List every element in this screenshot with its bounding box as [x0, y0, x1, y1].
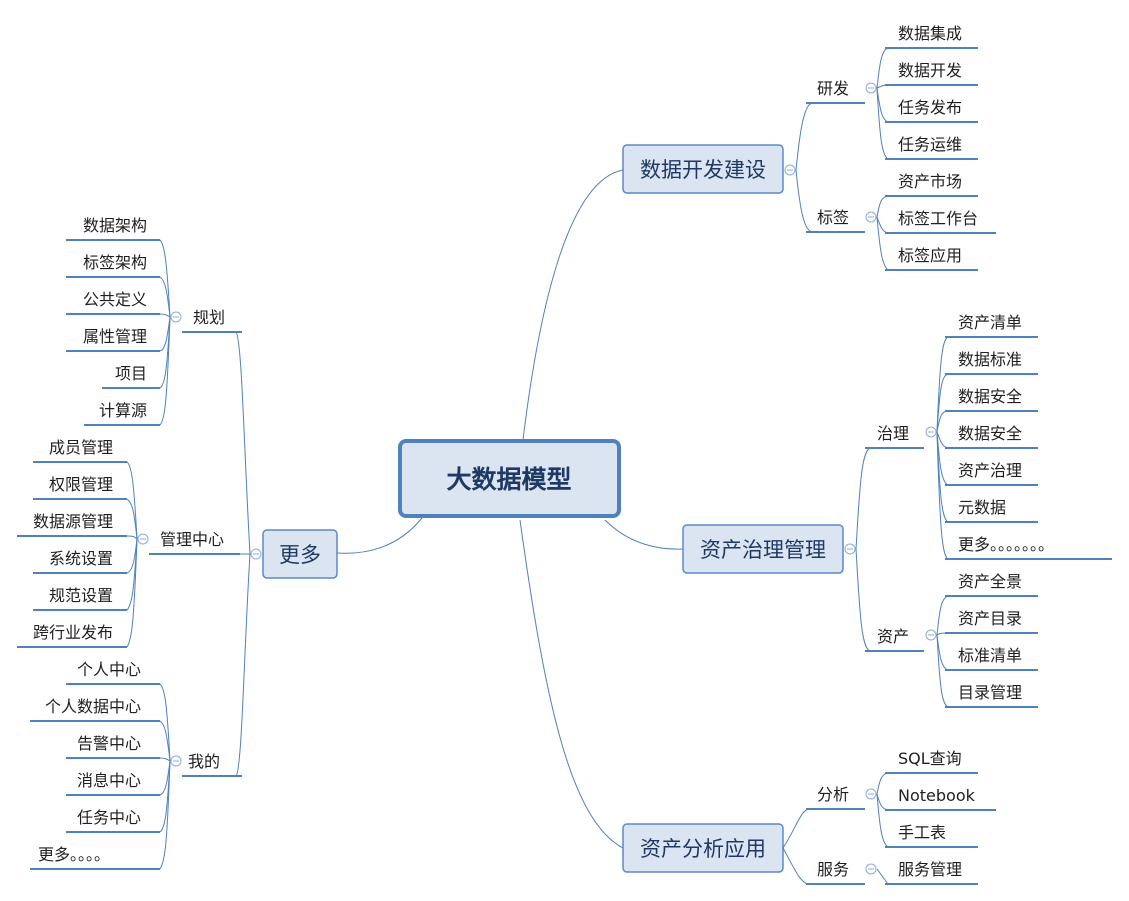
leaf-item[interactable]: 标签应用 [898, 246, 962, 265]
leaf-item[interactable]: 资产全景 [958, 572, 1022, 591]
collapse-icon[interactable] [784, 164, 796, 176]
group-more-admin-label[interactable]: 管理中心 [160, 530, 224, 549]
leaf-item[interactable]: 目录管理 [958, 683, 1022, 702]
leaf-item[interactable]: 数据安全 [958, 387, 1022, 406]
node-gov[interactable] [682, 524, 844, 574]
leaf-item[interactable]: 数据安全 [958, 424, 1022, 443]
collapse-icon[interactable] [865, 863, 877, 875]
leaf-item[interactable]: 资产目录 [958, 609, 1022, 628]
leaf-item[interactable]: 标准清单 [958, 646, 1022, 665]
collapse-icon[interactable] [865, 211, 877, 223]
leaf-item[interactable]: 数据集成 [898, 24, 962, 43]
leaf-item[interactable]: 成员管理 [49, 438, 113, 457]
node-dev-label: 数据开发建设 [640, 158, 766, 182]
leaf-item[interactable]: 任务运维 [898, 135, 962, 154]
group-more-mine-label[interactable]: 我的 [188, 752, 220, 771]
group-more-plan-label[interactable]: 规划 [193, 308, 225, 327]
leaf-item[interactable]: 数据开发 [898, 61, 962, 80]
leaf-item[interactable]: 计算源 [99, 401, 147, 420]
root-node: 大数据模型 [398, 439, 621, 518]
leaf-item[interactable]: 更多。。。。 [38, 845, 110, 864]
leaf-item[interactable]: 跨行业发布 [33, 623, 113, 642]
leaf-item[interactable]: 告警中心 [77, 734, 141, 753]
root-connectors [336, 169, 684, 849]
group-dev-tag-label[interactable]: 标签 [817, 208, 849, 227]
leaf-item[interactable]: SQL查询 [898, 749, 962, 768]
root-box[interactable] [398, 439, 621, 518]
collapse-icon[interactable] [844, 543, 856, 555]
leaf-item[interactable]: 资产市场 [898, 172, 962, 191]
leaf-item[interactable]: 更多。。。。。。。 [958, 535, 1054, 554]
leaf-item[interactable]: 标签架构 [83, 253, 147, 272]
node-more-label: 更多 [279, 543, 321, 567]
branch-gov: 资产治理管理 治理 资产清单 数据标准 数据安全 数据安全 资产治理 元数据 更… [682, 313, 1112, 708]
group-gov-govern-label[interactable]: 治理 [877, 424, 909, 443]
leaf-item[interactable]: 消息中心 [77, 771, 141, 790]
leaf-item[interactable]: 资产清单 [958, 313, 1022, 332]
leaf-item[interactable]: 任务中心 [77, 808, 141, 827]
branch-more: 更多 规划 数据架构 标签架构 公共定义 属性管理 项目 计算源 管理中心 [17, 216, 338, 870]
leaf-item[interactable]: 数据标准 [958, 350, 1022, 369]
leaf-item[interactable]: Notebook [898, 786, 976, 805]
node-gov-label: 资产治理管理 [700, 538, 826, 562]
node-ana-label: 资产分析应用 [640, 837, 766, 861]
leaf-item[interactable]: 公共定义 [83, 290, 147, 309]
branch-dev: 数据开发建设 研发 数据集成 数据开发 任务发布 任务运维 标签 [622, 24, 996, 271]
leaf-item[interactable]: 手工表 [898, 823, 946, 842]
leaf-item[interactable]: 规范设置 [49, 586, 113, 605]
collapse-icon[interactable] [137, 533, 149, 545]
root-label: 大数据模型 [446, 465, 571, 494]
leaf-item[interactable]: 服务管理 [898, 860, 962, 879]
collapse-icon[interactable] [250, 548, 262, 560]
group-ana-service-label[interactable]: 服务 [817, 860, 849, 879]
collapse-icon[interactable] [925, 426, 937, 438]
leaf-item[interactable]: 个人中心 [77, 660, 141, 679]
group-dev-rd-label[interactable]: 研发 [817, 79, 849, 98]
leaf-item[interactable]: 资产治理 [958, 461, 1022, 480]
collapse-icon[interactable] [865, 82, 877, 94]
collapse-icon[interactable] [925, 629, 937, 641]
collapse-icon[interactable] [170, 755, 182, 767]
leaf-item[interactable]: 属性管理 [83, 327, 147, 346]
leaf-item[interactable]: 权限管理 [49, 475, 113, 494]
leaf-item[interactable]: 元数据 [958, 498, 1006, 517]
leaf-item[interactable]: 个人数据中心 [45, 697, 141, 716]
group-gov-asset-label[interactable]: 资产 [877, 627, 909, 646]
leaf-item[interactable]: 项目 [115, 364, 147, 383]
collapse-icon[interactable] [170, 311, 182, 323]
leaf-item[interactable]: 系统设置 [49, 549, 113, 568]
leaf-item[interactable]: 数据架构 [83, 216, 147, 235]
branch-ana: 资产分析应用 分析 SQL查询 Notebook 手工表 服务 服务管理 [622, 749, 996, 885]
leaf-item[interactable]: 数据源管理 [33, 512, 113, 531]
group-ana-analysis-label[interactable]: 分析 [817, 785, 849, 804]
leaf-item[interactable]: 标签工作台 [898, 209, 978, 228]
leaf-item[interactable]: 任务发布 [898, 98, 962, 117]
collapse-icon[interactable] [865, 788, 877, 800]
node-dev[interactable] [622, 144, 784, 194]
node-more[interactable] [262, 529, 338, 579]
